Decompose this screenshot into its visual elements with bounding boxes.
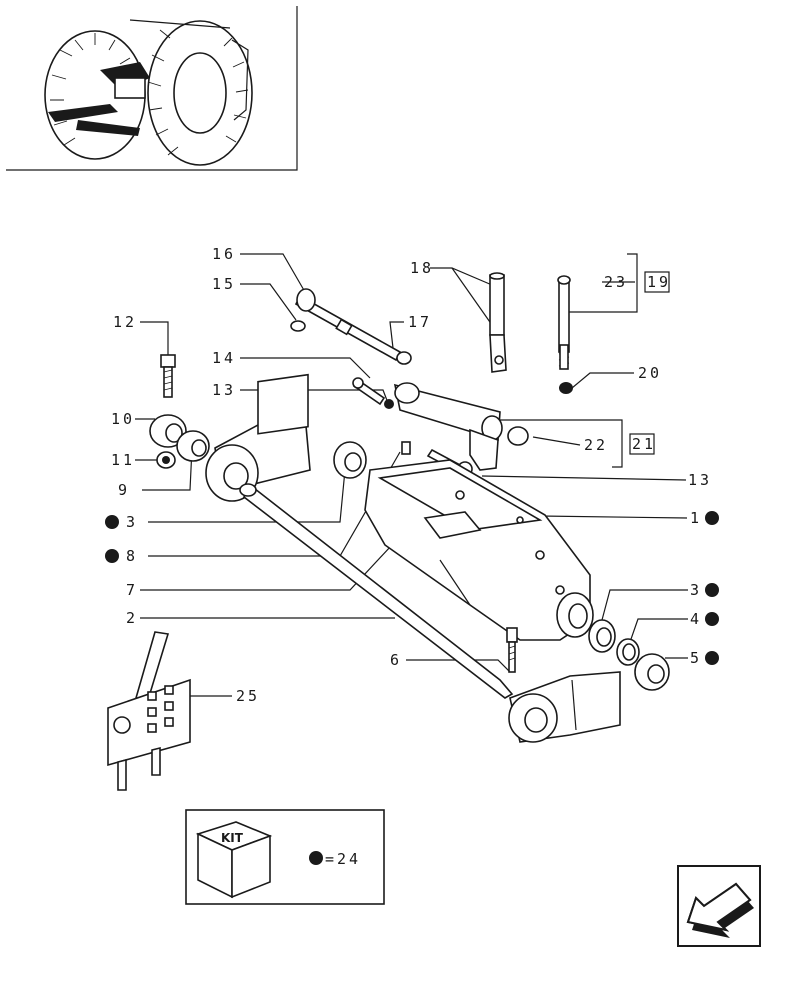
- bush-9[interactable]: [176, 430, 210, 462]
- callout-18: 18: [410, 259, 434, 277]
- callout-25: 25: [236, 687, 260, 705]
- callout-4: 4: [690, 610, 702, 628]
- parts: [107, 272, 670, 791]
- bush-5[interactable]: [634, 653, 670, 691]
- callout-8: 8: [126, 547, 138, 565]
- back-arrow-button[interactable]: [677, 865, 761, 947]
- callout-16: 16: [212, 245, 236, 263]
- callout-3-left: 3: [126, 513, 138, 531]
- bush-10[interactable]: [149, 414, 187, 448]
- bolt-6[interactable]: [506, 627, 518, 673]
- callout-13-top: 13: [212, 381, 236, 399]
- box-19: [644, 271, 670, 293]
- callout-3-right: 3: [690, 581, 702, 599]
- callout-20: 20: [638, 364, 662, 382]
- kit-label: KIT: [221, 831, 244, 845]
- callout-17: 17: [408, 313, 432, 331]
- callout-10: 10: [111, 410, 135, 428]
- lower-rod-2[interactable]: [239, 483, 514, 699]
- callout-15: 15: [212, 275, 236, 293]
- lever-plate-25[interactable]: [107, 631, 191, 791]
- lift-rod-18[interactable]: [489, 272, 507, 373]
- back-arrow-icon: [686, 882, 754, 938]
- callout-1: 1: [690, 509, 702, 527]
- callout-23: 23: [604, 273, 628, 291]
- kit-legend-text: =24: [325, 850, 361, 868]
- callout-12: 12: [113, 313, 137, 331]
- bearing-3-left[interactable]: [333, 441, 367, 479]
- leader-lines: [135, 253, 688, 697]
- bearing-3-right[interactable]: [588, 619, 616, 653]
- top-link-rod[interactable]: [290, 288, 412, 365]
- callout-5: 5: [690, 649, 702, 667]
- callout-19: 19: [647, 273, 671, 291]
- box-21: [629, 433, 655, 455]
- lift-arm[interactable]: [393, 382, 529, 471]
- callout-13-right: 13: [688, 471, 712, 489]
- filled-dot-icon: [105, 511, 719, 665]
- kit-box-icon: KIT: [195, 821, 273, 899]
- right-link-end[interactable]: [508, 671, 621, 743]
- callout-22: 22: [584, 436, 608, 454]
- ring-4[interactable]: [616, 638, 640, 666]
- callout-11: 11: [111, 451, 135, 469]
- threaded-rod-23[interactable]: [557, 275, 573, 394]
- callout-14: 14: [212, 349, 236, 367]
- callout-6: 6: [390, 651, 402, 669]
- callout-21: 21: [632, 435, 656, 453]
- nut-11[interactable]: [156, 451, 176, 469]
- pin-8[interactable]: [401, 441, 411, 455]
- callout-7: 7: [126, 581, 138, 599]
- tractor-thumbnail-icon: [44, 19, 253, 166]
- pin-14[interactable]: [352, 377, 394, 409]
- callout-labels: 16 15 18 23 19 12 17 20 14 13 10 22 21 1…: [111, 245, 712, 705]
- thumbnail-frame[interactable]: [6, 6, 298, 171]
- filled-dot-icon: [309, 851, 323, 865]
- kit-legend: KIT =24: [185, 809, 385, 905]
- bolt-12[interactable]: [160, 354, 176, 398]
- main-housing-1[interactable]: [364, 459, 594, 641]
- callout-2: 2: [126, 609, 138, 627]
- left-link-end[interactable]: [205, 373, 311, 502]
- callout-9: 9: [118, 481, 130, 499]
